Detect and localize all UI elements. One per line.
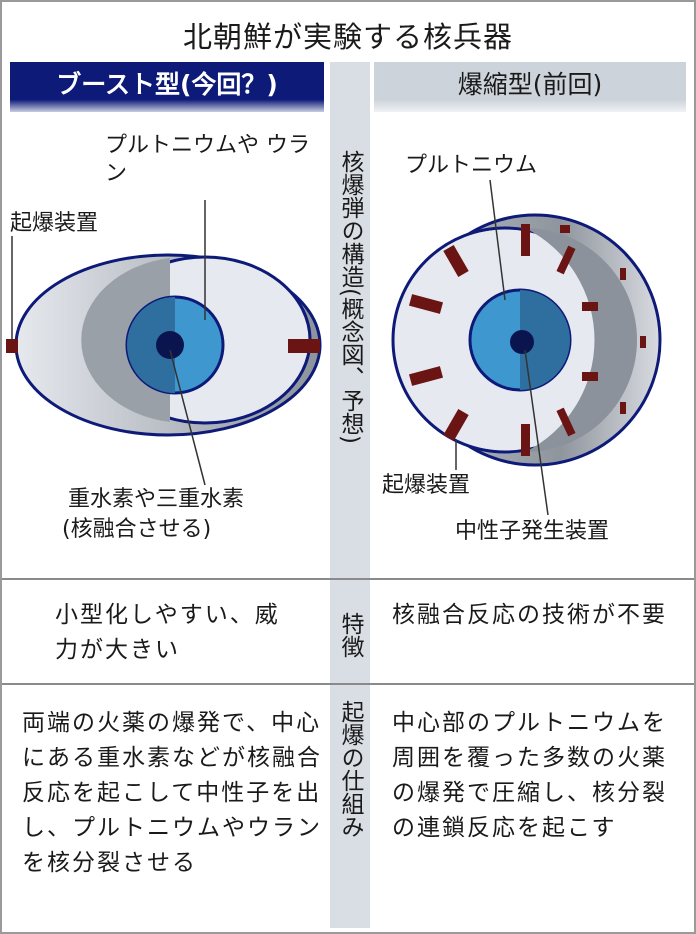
mechanism-implosion: 中心部のプルトニウムを周囲を覆った多数の火薬の爆発で圧縮し、核分裂の連鎖反応を起… <box>392 710 667 841</box>
detonator-icon <box>288 339 320 353</box>
divider <box>2 578 694 580</box>
row-label-structure: 核爆弾の構造(概念図、予想) <box>337 150 363 444</box>
page-title: 北朝鮮が実験する核兵器 <box>182 20 513 54</box>
diagram <box>6 179 662 516</box>
detonator-icon <box>6 339 18 353</box>
label-plutonium: プルトニウム <box>405 153 538 178</box>
detonator-icon <box>408 224 646 456</box>
label-fusion-note: (核融合させる) <box>62 517 212 542</box>
label-detonator-implosion: 起爆装置 <box>382 473 471 498</box>
divider <box>2 683 694 685</box>
label-detonator-boost: 起爆装置 <box>10 211 99 236</box>
row-label-feature: 特徴 <box>337 612 363 658</box>
feature-boost: 小型化しやすい、威力が大きい <box>55 602 280 663</box>
implosion-bomb <box>391 179 662 516</box>
mechanism-boost: 両端の火薬の爆発で、中心にある重水素などが核融合反応を起こして中性子を出し、プル… <box>22 710 322 876</box>
label-fusion-fuel: 重水素や三重水素 <box>68 487 245 512</box>
boost-bomb <box>6 200 322 486</box>
row-label-mechanism: 起爆の仕組み <box>337 700 363 838</box>
header-implosion: 爆縮型(前回) <box>374 62 686 112</box>
feature-implosion: 核融合反応の技術が不要 <box>392 602 667 628</box>
header-boost: ブースト型(今回？) <box>10 62 324 112</box>
label-neutron-initiator: 中性子発生装置 <box>455 519 610 544</box>
label-plutonium-uranium: プルトニウムや ウラン <box>105 133 310 186</box>
row-label-column <box>330 62 370 928</box>
